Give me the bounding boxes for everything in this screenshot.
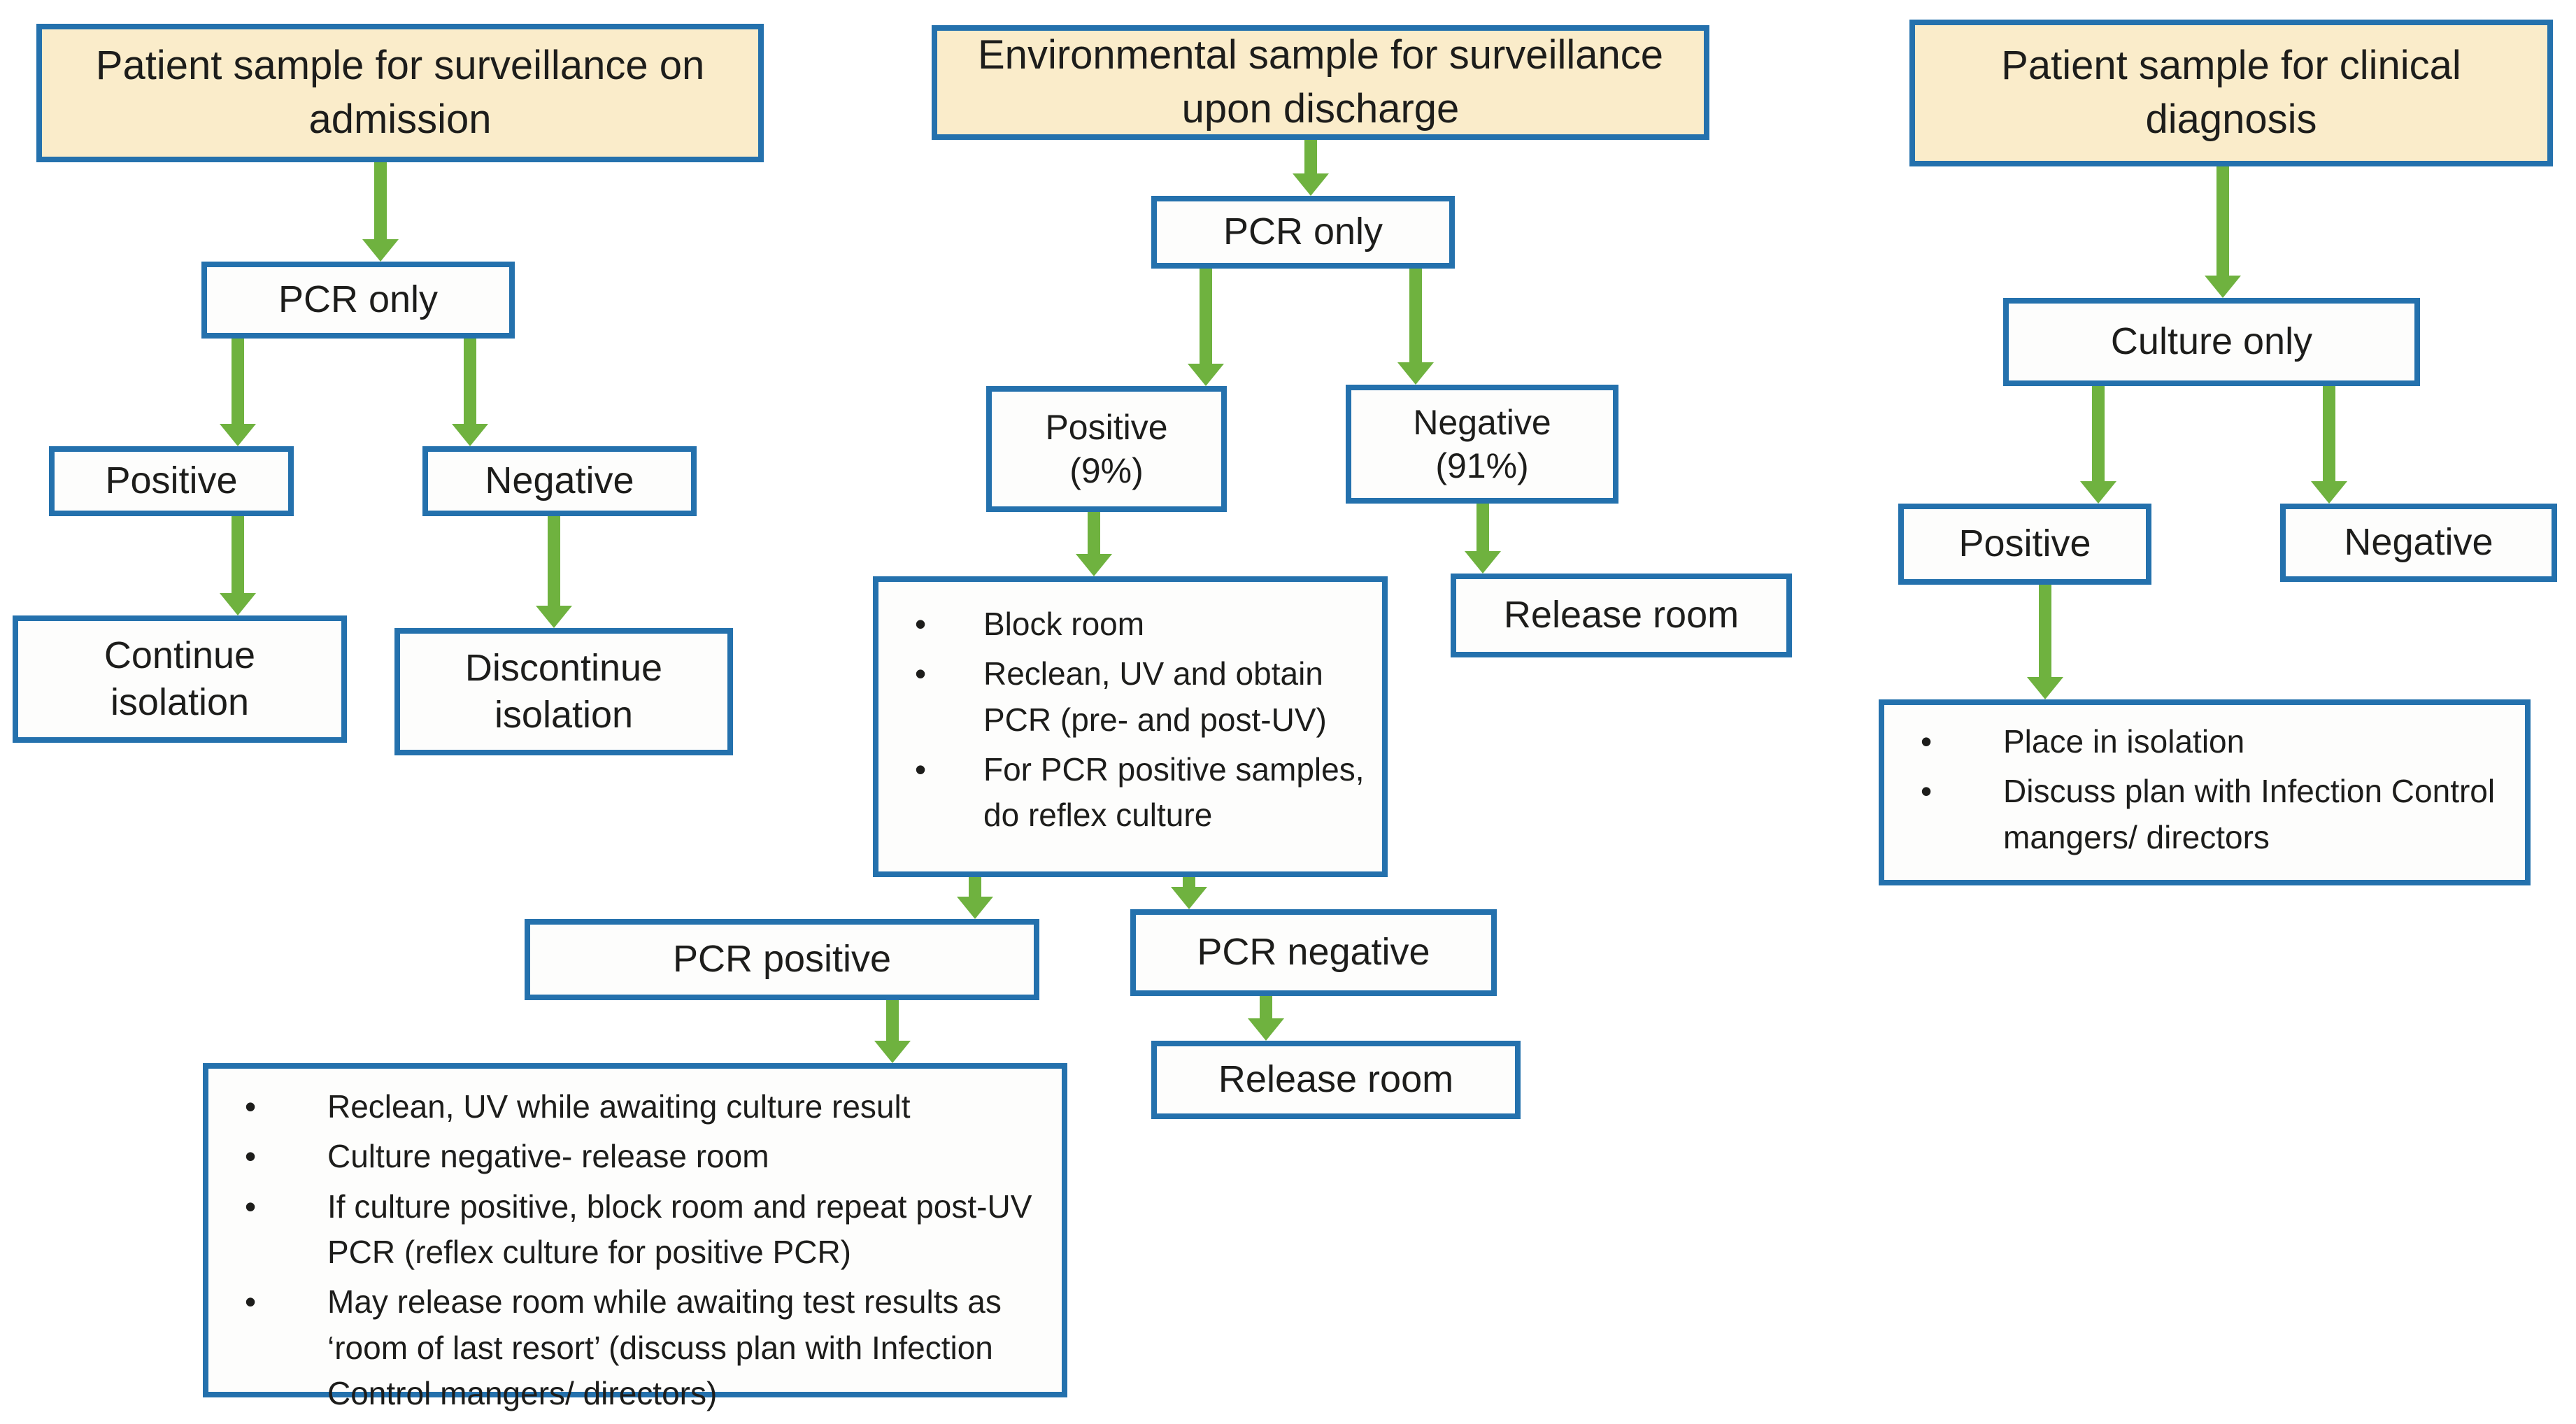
arrow-shaft	[232, 516, 244, 593]
arrow-head	[2205, 276, 2241, 298]
node-discontinue-isolation: Discontinue isolation	[394, 628, 733, 755]
node-release-room-negative: Release room	[1451, 574, 1792, 657]
node-pcr-positive: PCR positive	[525, 919, 1039, 1000]
arrow-head	[220, 424, 256, 446]
positive-percentage: (9%)	[1069, 451, 1144, 490]
arrow-actions-to-pcr-positive	[957, 877, 993, 919]
arrow-head	[1293, 173, 1329, 196]
arrow-head	[957, 897, 993, 919]
bullet-item: Reclean, UV while awaiting culture resul…	[208, 1084, 1049, 1130]
positive-label: Positive	[1045, 407, 1168, 447]
arrow-shaft	[1260, 996, 1272, 1018]
arrow-environmental-pcr-to-negative	[1397, 269, 1434, 385]
arrow-shaft	[374, 162, 387, 239]
node-environmental-negative: Negative (91%)	[1346, 385, 1618, 504]
positive-actions-list: Block room Reclean, UV and obtain PCR (p…	[878, 597, 1369, 843]
arrow-clinical-positive-to-actions	[2027, 585, 2063, 699]
arrow-admission-header-to-pcr-only	[362, 162, 399, 262]
arrow-admission-negative-to-discontinue	[536, 516, 572, 628]
arrow-shaft	[464, 339, 476, 424]
bullet-item: For PCR positive samples, do reflex cult…	[878, 747, 1369, 839]
arrow-environmental-pcr-to-positive	[1188, 269, 1224, 386]
arrow-head	[1076, 554, 1112, 576]
node-environmental-positive: Positive (9%)	[986, 386, 1227, 512]
arrow-shaft	[1088, 512, 1100, 554]
node-positive-actions: Block room Reclean, UV and obtain PCR (p…	[873, 576, 1388, 877]
arrow-shaft	[548, 516, 560, 606]
node-admission-header: Patient sample for surveillance on admis…	[36, 24, 764, 162]
arrow-head	[1188, 364, 1224, 386]
node-admission-pcr-only: PCR only	[201, 262, 515, 339]
arrow-head	[874, 1041, 911, 1063]
arrow-shaft	[2092, 386, 2105, 481]
bullet-item: Block room	[878, 601, 1369, 648]
arrow-head	[362, 239, 399, 262]
arrow-shaft	[1409, 269, 1422, 362]
node-clinical-positive-actions: Place in isolation Discuss plan with Inf…	[1879, 699, 2531, 885]
arrow-shaft	[232, 339, 244, 424]
node-pcr-positive-actions: Reclean, UV while awaiting culture resul…	[203, 1063, 1067, 1411]
clinical-positive-actions-list: Place in isolation Discuss plan with Inf…	[1884, 715, 2512, 864]
node-environmental-pcr-only: PCR only	[1151, 196, 1455, 269]
arrow-culture-to-positive	[2080, 386, 2116, 504]
negative-label: Negative	[1413, 402, 1551, 442]
arrow-pcr-positive-to-actions	[874, 1000, 911, 1063]
arrow-pcr-negative-to-release-room	[1248, 996, 1284, 1041]
arrow-shaft	[2216, 166, 2229, 276]
node-clinical-negative: Negative	[2280, 504, 2557, 582]
bullet-item: May release room while awaiting test res…	[208, 1279, 1049, 1416]
bullet-item: Reclean, UV and obtain PCR (pre- and pos…	[878, 651, 1369, 743]
arrow-shaft	[1476, 504, 1489, 551]
node-clinical-header: Patient sample for clinical diagnosis	[1909, 20, 2553, 166]
node-release-room-pcr-negative: Release room	[1151, 1041, 1521, 1119]
arrow-admission-pcr-to-positive	[220, 339, 256, 446]
arrow-shaft	[1304, 140, 1317, 173]
arrow-environmental-header-to-pcr-only	[1293, 140, 1329, 196]
arrow-shaft	[1183, 877, 1195, 887]
arrow-head	[2027, 677, 2063, 699]
arrow-culture-to-negative	[2311, 386, 2347, 504]
bullet-item: Culture negative- release room	[208, 1134, 1049, 1180]
arrow-head	[1465, 551, 1501, 574]
arrow-shaft	[1200, 269, 1212, 364]
arrow-positive-to-actions	[1076, 512, 1112, 576]
pcr-positive-actions-list: Reclean, UV while awaiting culture resul…	[208, 1080, 1049, 1421]
arrow-actions-to-pcr-negative	[1171, 877, 1207, 909]
negative-percentage: (91%)	[1435, 446, 1529, 485]
arrow-head	[2080, 481, 2116, 504]
node-admission-negative: Negative	[422, 446, 697, 516]
node-culture-only: Culture only	[2003, 298, 2420, 386]
arrow-head	[1171, 887, 1207, 909]
arrow-head	[452, 424, 488, 446]
bullet-item: Discuss plan with Infection Control mang…	[1884, 769, 2512, 860]
arrow-admission-pcr-to-negative	[452, 339, 488, 446]
node-environmental-header: Environmental sample for surveillance up…	[932, 25, 1709, 140]
arrow-head	[1397, 362, 1434, 385]
arrow-negative-to-release-room	[1465, 504, 1501, 574]
arrow-head	[2311, 481, 2347, 504]
node-pcr-negative: PCR negative	[1130, 909, 1497, 996]
arrow-head	[1248, 1018, 1284, 1041]
node-continue-isolation: Continue isolation	[13, 615, 347, 743]
arrow-admission-positive-to-continue	[220, 516, 256, 615]
bullet-item: If culture positive, block room and repe…	[208, 1184, 1049, 1276]
node-clinical-positive: Positive	[1898, 504, 2151, 585]
arrow-head	[536, 606, 572, 628]
arrow-shaft	[886, 1000, 899, 1041]
arrow-shaft	[969, 877, 981, 897]
bullet-item: Place in isolation	[1884, 719, 2512, 765]
arrow-clinical-header-to-culture-only	[2205, 166, 2241, 298]
node-admission-positive: Positive	[49, 446, 294, 516]
arrow-head	[220, 593, 256, 615]
arrow-shaft	[2039, 585, 2051, 677]
arrow-shaft	[2323, 386, 2335, 481]
